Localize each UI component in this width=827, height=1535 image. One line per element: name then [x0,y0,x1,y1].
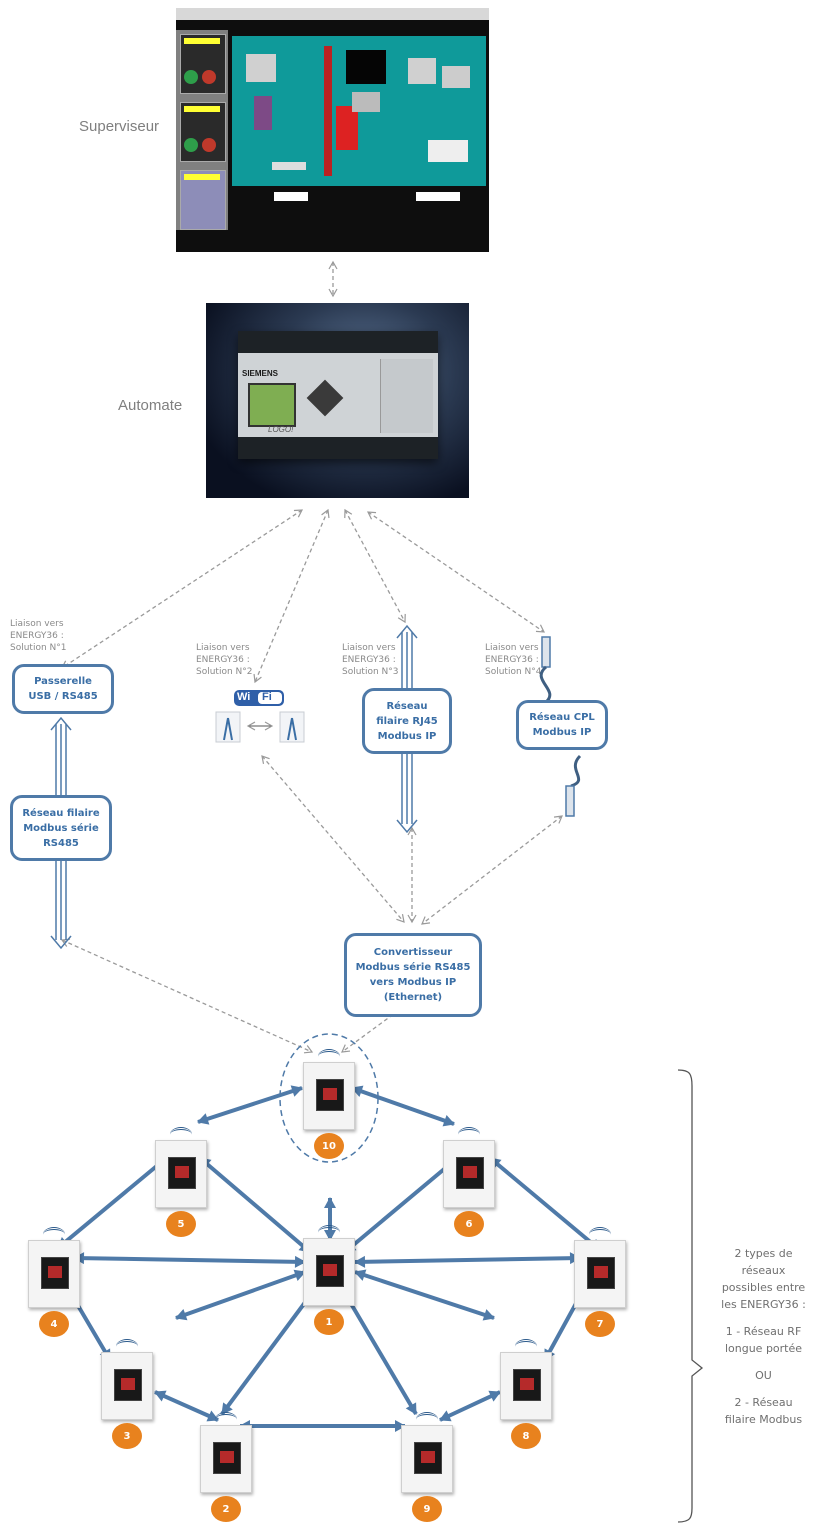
cpl-plug [539,636,582,817]
link-plc-sol2 [253,508,330,684]
node-number-badge: 1 [314,1309,344,1335]
energy36-node-8: 8 [500,1339,552,1449]
process-view [232,36,486,186]
plc-photo: SIEMENS LOGO! [206,303,469,498]
link-rs485-nodes [60,938,314,1054]
antenna-icon [416,1412,438,1427]
plc-device: SIEMENS LOGO! [238,331,438,459]
antenna-icon [215,1412,237,1427]
antenna-icon [318,1049,340,1064]
circuit-board [213,1442,241,1474]
circuit-board [513,1369,541,1401]
circuit-board [414,1442,442,1474]
plc-lcd [248,383,296,427]
antenna-icon [515,1339,537,1354]
energy36-node-6: 6 [443,1127,495,1237]
antenna-icon [318,1225,340,1240]
energy36-node-5: 5 [155,1127,207,1237]
energy36-node-2: 2 [200,1412,252,1522]
wifi-antennas [215,690,305,743]
circuit-board [41,1257,69,1289]
circuit-board [316,1079,344,1111]
node-number-badge: 10 [314,1133,344,1159]
circuit-board [168,1157,196,1189]
node-number-badge: 4 [39,1311,69,1337]
network-types-note: 2 types de réseaux possibles entre les E… [721,1247,806,1426]
plc-brand: SIEMENS [242,369,279,378]
plc-model: LOGO! [268,425,294,434]
energy36-node-9: 9 [401,1412,453,1522]
node-number-badge: 5 [166,1211,196,1237]
supervisor-screenshot [176,8,489,252]
right-bracket [677,1069,704,1523]
link-cpl-converter [421,815,563,925]
node-number-badge: 6 [454,1211,484,1237]
energy36-node-7: 7 [574,1227,626,1337]
energy36-node-3: 3 [101,1339,153,1449]
node-number-badge: 8 [511,1423,541,1449]
wifi-logo-left: Wi [237,691,251,703]
node-number-badge: 7 [585,1311,615,1337]
app-toolbar [176,8,489,20]
link-plc-sol1 [60,509,304,669]
circuit-board [587,1257,615,1289]
circuit-board [114,1369,142,1401]
automaton-label: Automate [118,397,183,414]
antenna-icon [116,1339,138,1354]
supervisor-label: Superviseur [79,118,160,135]
energy36-node-10: 10 [303,1049,355,1159]
energy36-node-1: 1 [303,1225,355,1335]
link-plc-sol4 [367,511,545,633]
antenna-icon [170,1127,192,1142]
antenna-icon [589,1227,611,1242]
antenna-icon [43,1227,65,1242]
circuit-board [456,1157,484,1189]
antenna-icon [458,1127,480,1142]
node-number-badge: 9 [412,1496,442,1522]
wifi-logo-right: Fi [262,691,272,703]
mesh-links [56,1085,602,1432]
circuit-board [316,1255,344,1287]
control-panel [176,30,228,230]
link-wifi-converter [261,755,405,923]
node-number-badge: 3 [112,1423,142,1449]
energy36-node-4: 4 [28,1227,80,1337]
node-number-badge: 2 [211,1496,241,1522]
link-plc-sol3 [344,508,406,624]
